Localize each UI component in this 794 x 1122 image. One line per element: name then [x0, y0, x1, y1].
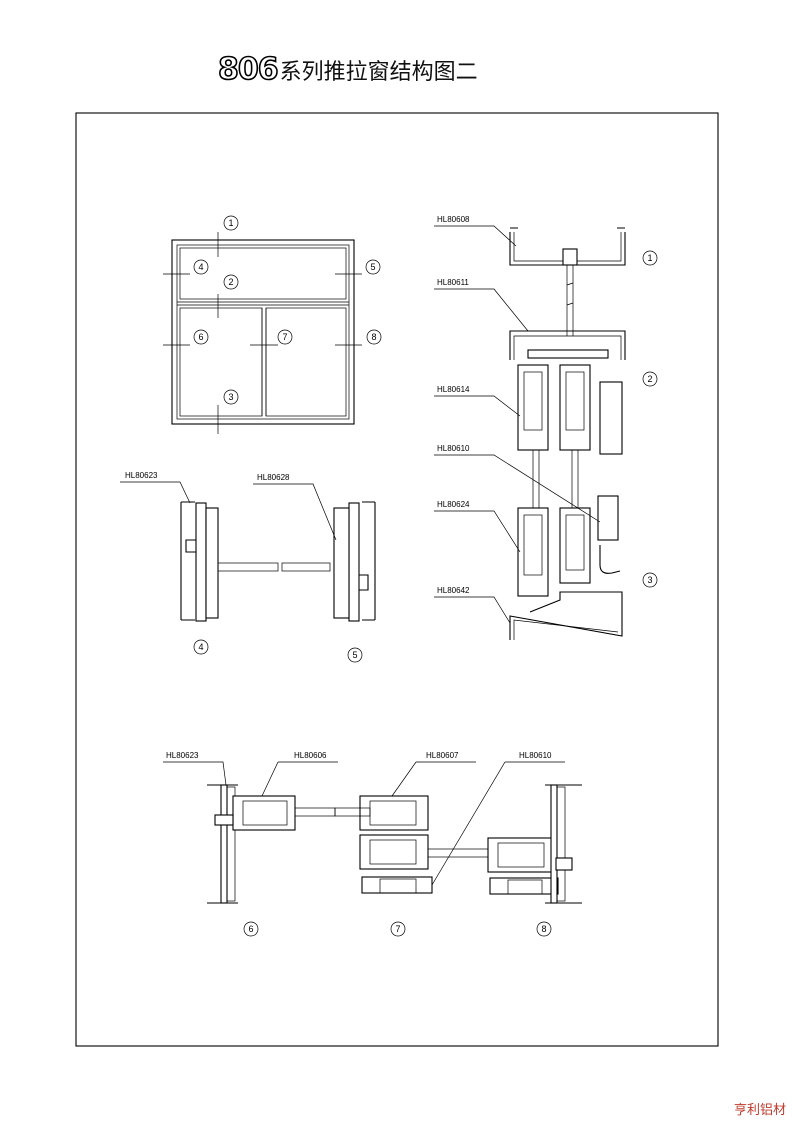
horizontal-section-6	[207, 784, 336, 904]
vertical-section	[509, 227, 626, 640]
horizontal-section-8	[487, 784, 582, 904]
brand-watermark: 亨利铝材	[733, 1103, 786, 1118]
window-elevation	[163, 232, 362, 434]
label-HL80642: HL80642	[434, 586, 511, 624]
side-marker-4: 4	[193, 639, 209, 655]
svg-text:7: 7	[395, 924, 400, 934]
elevation-marker-4: 4	[193, 259, 209, 275]
svg-text:4: 4	[198, 642, 203, 652]
svg-text:4: 4	[198, 262, 203, 272]
svg-text:HL80614: HL80614	[437, 385, 470, 394]
svg-text:3: 3	[228, 392, 233, 402]
label-HL80608: HL80608	[434, 215, 517, 247]
svg-text:HL80623: HL80623	[166, 751, 199, 760]
section-marker-2: 2	[642, 371, 658, 387]
svg-text:6: 6	[198, 332, 203, 342]
svg-text:8: 8	[541, 924, 546, 934]
page-title: 806 系列推拉窗结构图二	[217, 51, 478, 88]
svg-text:HL80608: HL80608	[437, 215, 470, 224]
svg-text:3: 3	[647, 575, 652, 585]
label-HL80606: HL80606	[261, 751, 338, 797]
svg-text:5: 5	[352, 650, 357, 660]
svg-text:1: 1	[228, 218, 233, 228]
svg-text:HL80624: HL80624	[437, 500, 470, 509]
elevation-marker-7: 7	[277, 329, 293, 345]
svg-text:HL80642: HL80642	[437, 586, 470, 595]
bottom-marker-6: 6	[243, 921, 259, 937]
label-HL80607: HL80607	[391, 751, 476, 797]
svg-text:2: 2	[647, 374, 652, 384]
side-marker-5: 5	[347, 647, 363, 663]
label-HL80610-bottom: HL80610	[431, 751, 565, 886]
svg-text:2: 2	[228, 277, 233, 287]
elevation-marker-2: 2	[223, 274, 239, 290]
svg-text:HL80611: HL80611	[437, 278, 469, 287]
title-text: 系列推拉窗结构图二	[279, 60, 478, 85]
section-marker-3: 3	[642, 572, 658, 588]
elevation-marker-6: 6	[193, 329, 209, 345]
title-series-number: 806	[217, 51, 279, 88]
svg-text:6: 6	[248, 924, 253, 934]
svg-text:HL80610: HL80610	[519, 751, 552, 760]
section-marker-1: 1	[642, 250, 658, 266]
svg-text:HL80628: HL80628	[257, 473, 290, 482]
drawing-border	[75, 112, 719, 1047]
label-HL80614: HL80614	[434, 385, 521, 417]
svg-text:HL80606: HL80606	[294, 751, 327, 760]
svg-text:5: 5	[370, 262, 375, 272]
elevation-marker-3: 3	[223, 389, 239, 405]
svg-text:HL80607: HL80607	[426, 751, 459, 760]
label-HL80623-bottom: HL80623	[163, 751, 227, 786]
bottom-marker-7: 7	[390, 921, 406, 937]
label-HL80623-side: HL80623	[120, 471, 191, 504]
label-HL80624: HL80624	[434, 500, 521, 553]
label-HL80628: HL80628	[253, 473, 337, 541]
svg-text:7: 7	[282, 332, 287, 342]
svg-text:HL80610: HL80610	[437, 444, 470, 453]
svg-text:8: 8	[371, 332, 376, 342]
elevation-marker-1: 1	[223, 215, 239, 231]
label-HL80611: HL80611	[434, 278, 529, 332]
side-section	[180, 501, 376, 622]
elevation-marker-8: 8	[366, 329, 382, 345]
horizontal-section-7	[334, 795, 489, 894]
svg-text:HL80623: HL80623	[125, 471, 158, 480]
svg-text:1: 1	[647, 253, 652, 263]
elevation-marker-5: 5	[365, 259, 381, 275]
bottom-marker-8: 8	[536, 921, 552, 937]
label-HL80610: HL80610	[434, 444, 601, 523]
